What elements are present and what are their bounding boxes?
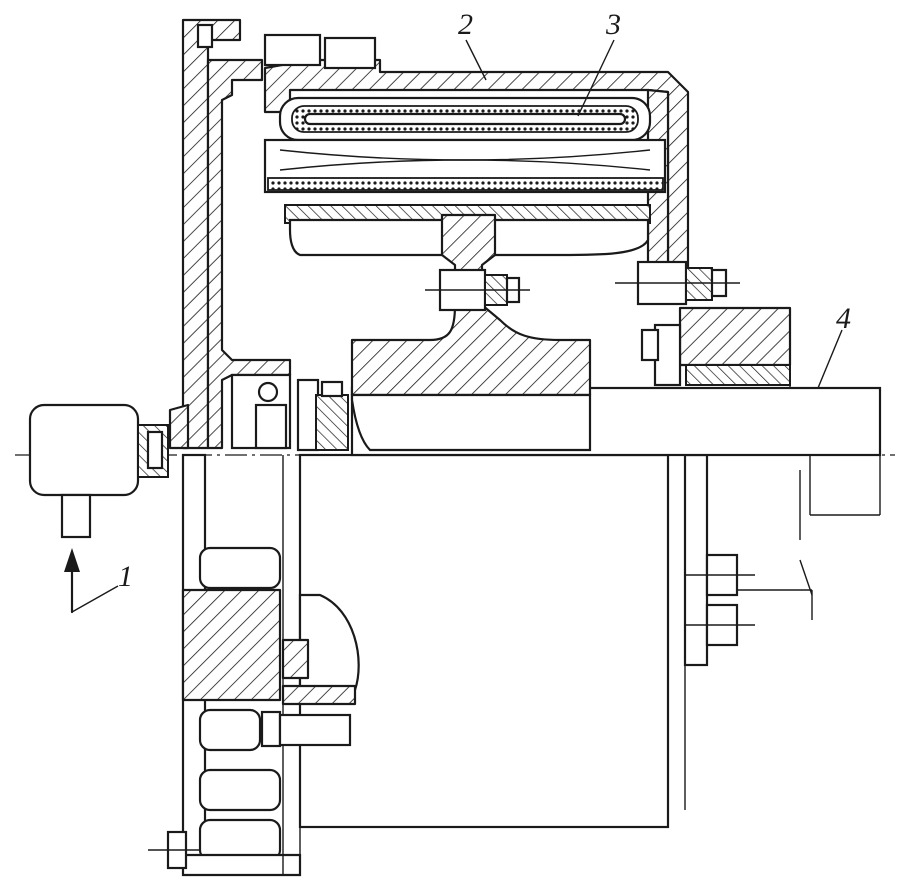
label-part-4: 4 (836, 302, 851, 335)
label-part-1: 1 (118, 560, 133, 593)
lower-flange-plate (181, 453, 302, 877)
leader-lines (64, 39, 843, 614)
drive-motor (28, 403, 169, 539)
bottom-bolt (148, 830, 200, 870)
left-flange-plate (168, 18, 292, 450)
label-part-3: 3 (605, 8, 621, 41)
right-flange (615, 260, 792, 388)
heating-coil (263, 96, 667, 224)
label-part-2: 2 (458, 8, 473, 41)
right-lower-bolts (686, 553, 813, 647)
bearings (230, 373, 349, 452)
center-bolt (425, 268, 530, 312)
housing-lower (260, 453, 709, 875)
